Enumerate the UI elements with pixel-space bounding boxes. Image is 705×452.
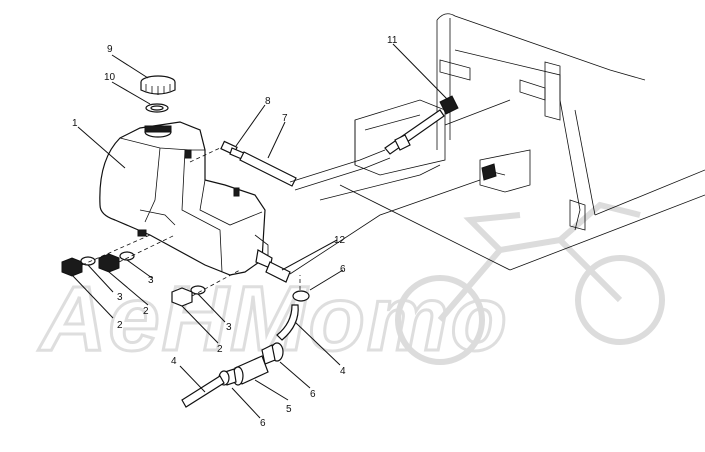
fuel-line-routing [289, 95, 459, 191]
vent-tube [189, 147, 297, 187]
callout-6: 6 [340, 264, 346, 275]
callout-3: 3 [117, 292, 123, 303]
leader-lines [71, 43, 449, 419]
fuel-valve [255, 163, 497, 283]
callout-4: 4 [171, 356, 177, 367]
callout-10: 10 [104, 72, 116, 83]
watermark-logo: AeHMoтo [37, 201, 665, 372]
callout-7: 7 [282, 113, 288, 124]
watermark-motorcycle-icon [395, 201, 665, 365]
callout-2: 2 [217, 344, 223, 355]
mounting-hardware [61, 234, 241, 307]
callout-12: 12 [334, 235, 346, 246]
cap-gasket [145, 103, 169, 113]
callout-2: 2 [117, 320, 123, 331]
fuel-tank [99, 121, 269, 276]
fuel-filter-assembly [181, 275, 310, 408]
callout-8: 8 [265, 96, 271, 107]
callout-6: 6 [310, 389, 316, 400]
callout-5: 5 [286, 404, 292, 415]
callout-6: 6 [260, 418, 266, 429]
fuel-cap [140, 75, 176, 95]
callout-3: 3 [148, 275, 154, 286]
callout-9: 9 [107, 44, 113, 55]
callout-1: 1 [72, 118, 78, 129]
callout-4: 4 [340, 366, 346, 377]
callout-11: 11 [387, 35, 398, 46]
callout-labels: 1 2 2 3 3 3 2 4 4 5 6 6 6 7 8 9 10 11 12 [72, 35, 398, 429]
vehicle-frame [319, 13, 705, 271]
callout-3: 3 [226, 322, 232, 333]
callout-2: 2 [143, 306, 149, 317]
